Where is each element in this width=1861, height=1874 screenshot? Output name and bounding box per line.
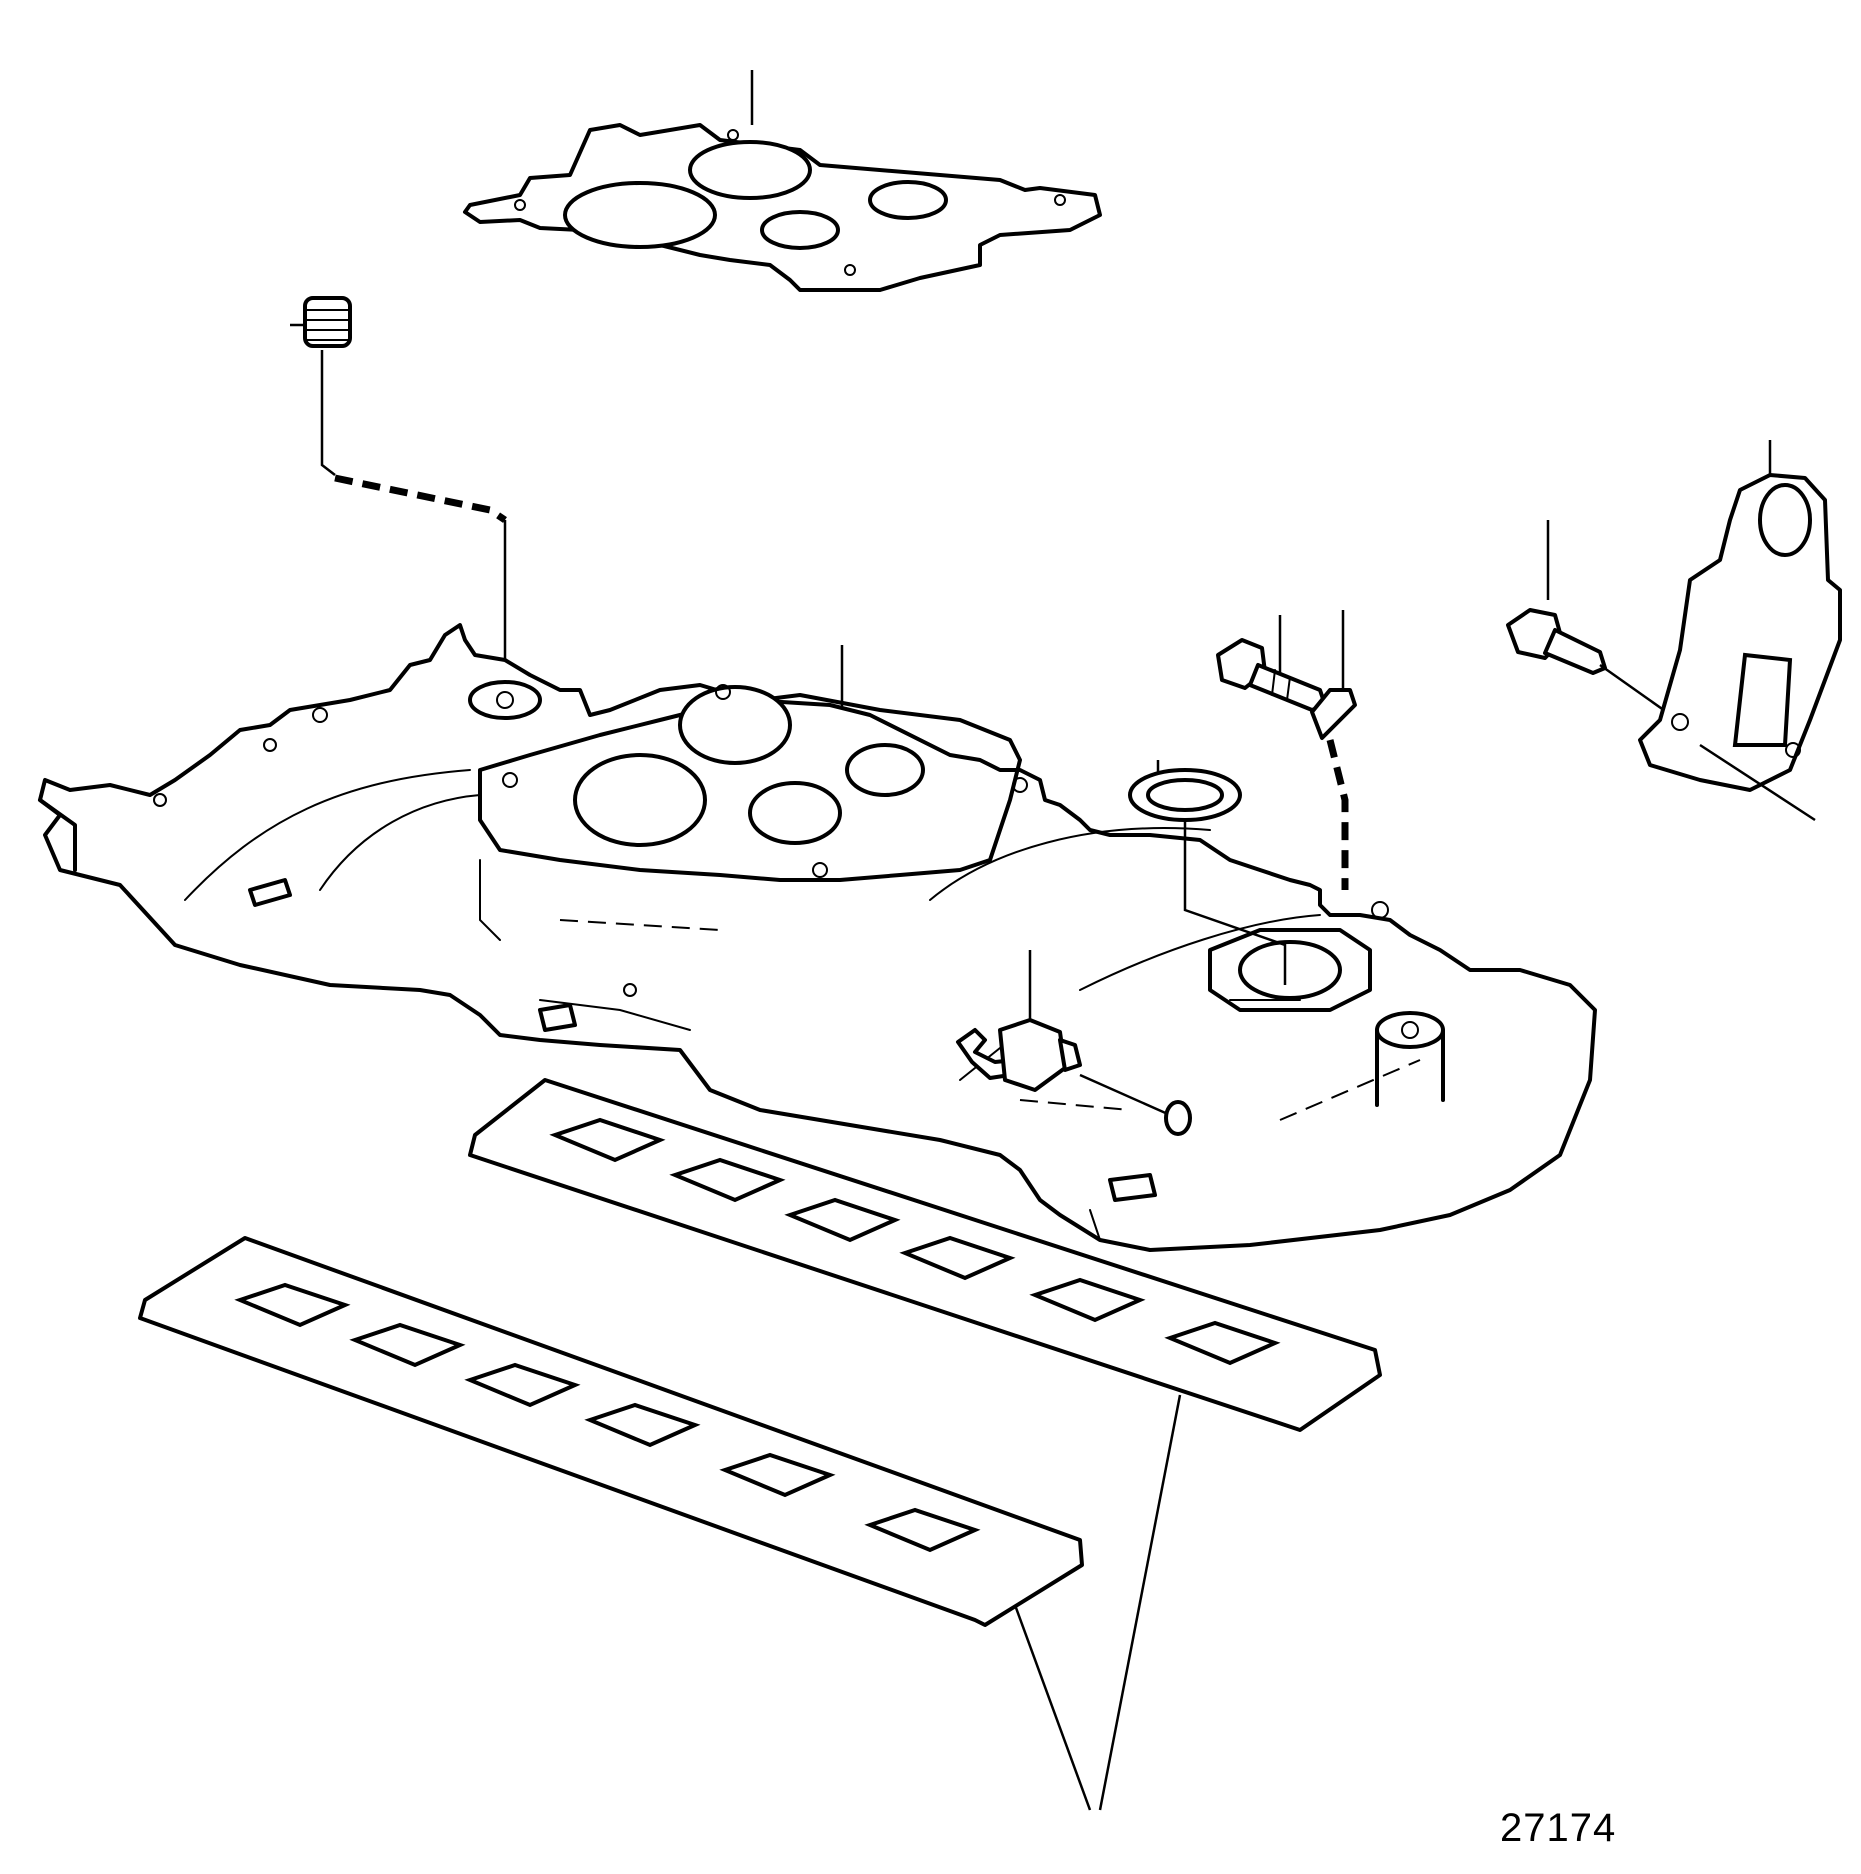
manifold-gasket-right — [468, 1078, 1382, 1432]
screw — [1216, 615, 1327, 712]
drawing-number: 27174 — [1500, 1806, 1617, 1850]
carburetor-gasket — [463, 70, 1102, 292]
temperature-sender — [956, 950, 1192, 1136]
bracket-screw — [1506, 520, 1676, 720]
intake-manifold — [38, 623, 1597, 1252]
manifold-gasket-left — [138, 1236, 1182, 1811]
lifting-bracket — [1638, 440, 1842, 822]
clip — [1310, 610, 1357, 890]
o-ring — [1128, 760, 1287, 985]
plug — [290, 296, 507, 700]
